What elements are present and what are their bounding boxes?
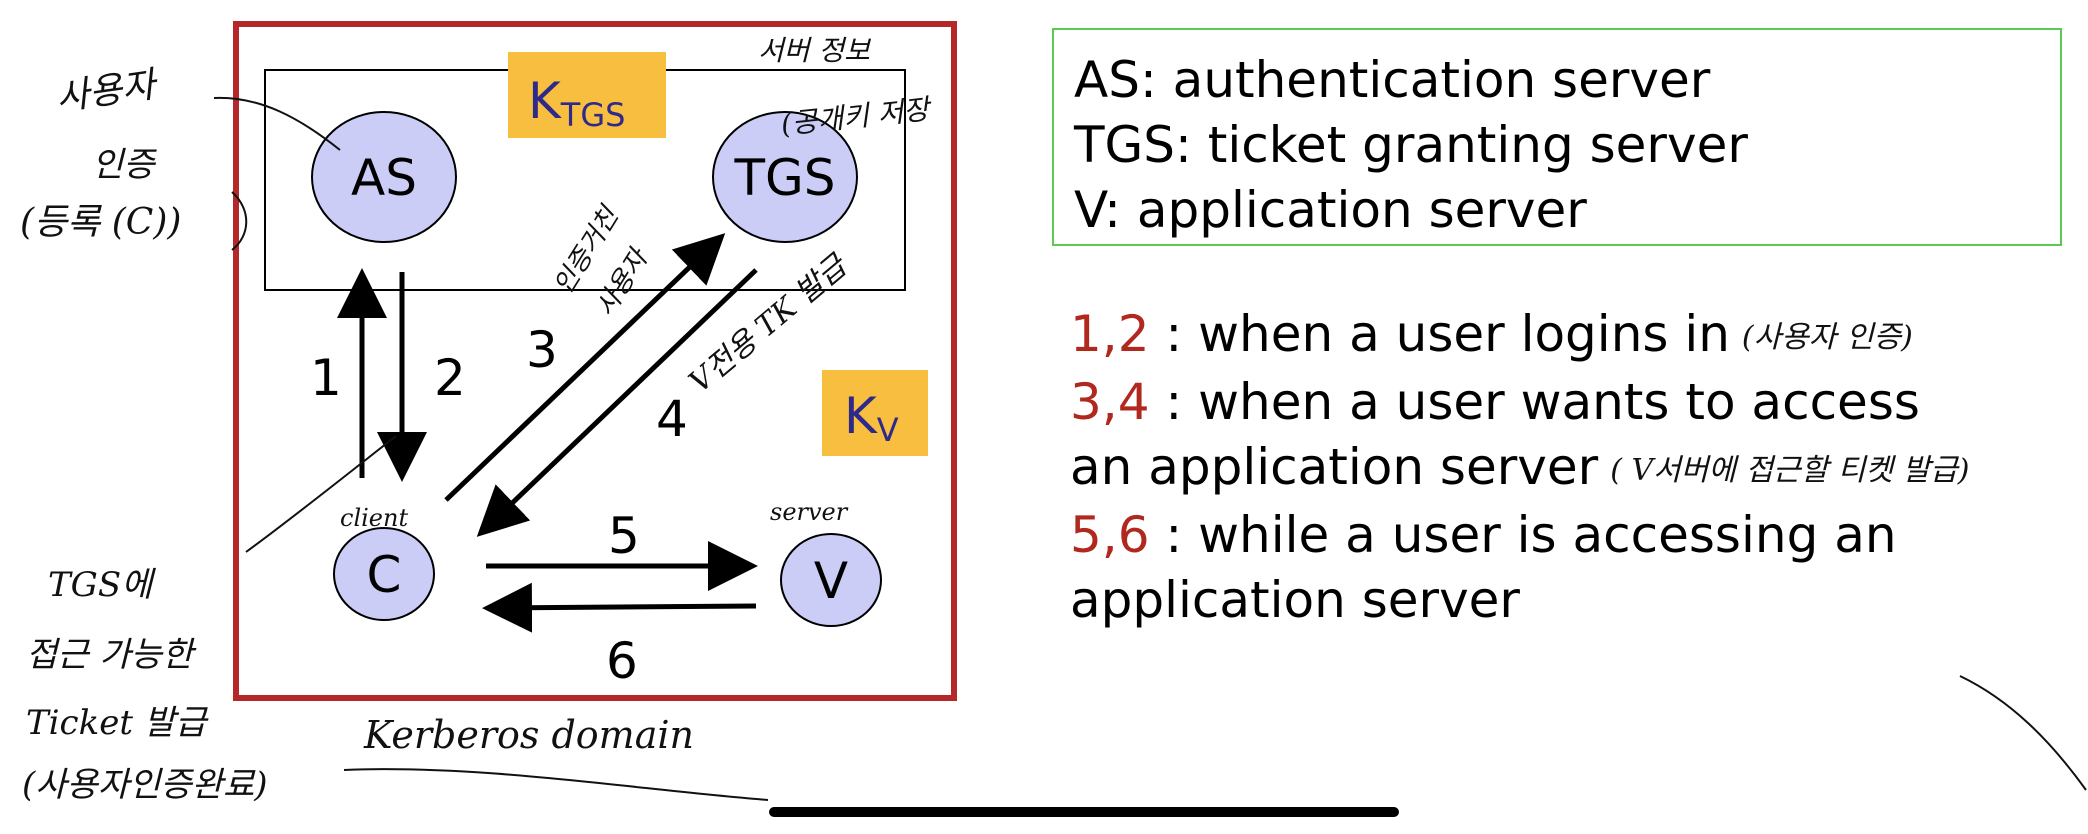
step-6-label: 6 (606, 632, 638, 690)
arrow-6 (482, 582, 757, 633)
ticket-note-pointer (245, 435, 397, 553)
client-note: client (340, 504, 408, 532)
client-node (333, 527, 435, 621)
explanation-text: : when a user wants to access (1149, 373, 1920, 431)
step-3-label: 3 (526, 321, 558, 379)
legend-box: AS: authentication server TGS: ticket gr… (1052, 28, 2062, 246)
step-4-label: 4 (656, 390, 688, 448)
arrow-4 (476, 268, 758, 537)
as-node-label: AS (351, 149, 417, 207)
arrow-3 (444, 233, 726, 502)
explanation-5-6: 5,6 : while a user is accessing an (1070, 503, 2080, 568)
tgs-ticket-note-line-2: 접근 가능한 (26, 635, 197, 675)
explanation-text: an application server (1070, 438, 1599, 496)
tgs-note-line-1: 서버 정보 (758, 34, 871, 67)
kerberos-domain-box (233, 21, 957, 701)
explanation-text: application server (1070, 571, 1520, 629)
kv-key-label: KV (844, 387, 899, 449)
tgs-node-label: TGS (733, 149, 835, 207)
as-note-bracket (231, 191, 248, 251)
kv-key-box (822, 370, 928, 456)
server-note: server (770, 498, 849, 526)
explanation-number: 1,2 (1070, 305, 1150, 363)
explanation-number: 3,4 (1070, 373, 1150, 431)
as-node (311, 111, 457, 243)
v-node-label: V (814, 552, 848, 610)
as-note-line-3: (등록 (C)) (20, 202, 181, 243)
margin-pen-stroke (1959, 675, 2087, 791)
tgs-ticket-note-line-3: Ticket 발급 (26, 703, 209, 743)
explanation-text: : when a user logins in (1149, 305, 1730, 363)
explanation-note: (사용자 인증) (1741, 320, 1913, 355)
tgs-node (712, 111, 858, 243)
explanation-3-4: 3,4 : when a user wants to access (1070, 370, 2080, 435)
explanation-note: ( V서버에 접근할 티켓 발급) (1610, 453, 1970, 488)
as-note-line-1: 사용자 (54, 64, 162, 119)
explanation-5-6-cont: application server (1070, 568, 2080, 633)
v-node (780, 533, 882, 627)
explanation-3-4-cont: an application server ( V서버에 접근할 티켓 발급) (1070, 435, 2080, 503)
as-note-line-2: 인증 (92, 145, 157, 185)
ktgs-key-box (508, 52, 666, 138)
ktgs-key-label: KTGS (528, 72, 625, 134)
as-note-pointer (213, 96, 341, 151)
step-1-label: 1 (310, 349, 342, 407)
step-5-label: 5 (608, 507, 640, 565)
client-node-label: C (367, 546, 402, 604)
step-explanations: 1,2 : when a user logins in (사용자 인증) 3,4 … (1070, 302, 2080, 633)
domain-underline (343, 768, 769, 801)
legend-v: V: application server (1074, 181, 1587, 239)
legend-tgs: TGS: ticket granting server (1074, 116, 1748, 174)
step-2-label: 2 (434, 349, 466, 407)
explanation-number: 5,6 (1070, 506, 1150, 564)
legend-as: AS: authentication server (1074, 51, 1711, 109)
kerberos-domain-label: Kerberos domain (363, 713, 694, 757)
tgs-ticket-note-line-4: (사용자인증완료) (22, 765, 268, 805)
explanation-text: : while a user is accessing an (1149, 506, 1897, 564)
explanation-1-2: 1,2 : when a user logins in (사용자 인증) (1070, 302, 2080, 370)
tgs-ticket-note-line-1: TGS에 (48, 565, 156, 605)
tgs-note-line-2: (공개키 저장 (779, 92, 933, 141)
